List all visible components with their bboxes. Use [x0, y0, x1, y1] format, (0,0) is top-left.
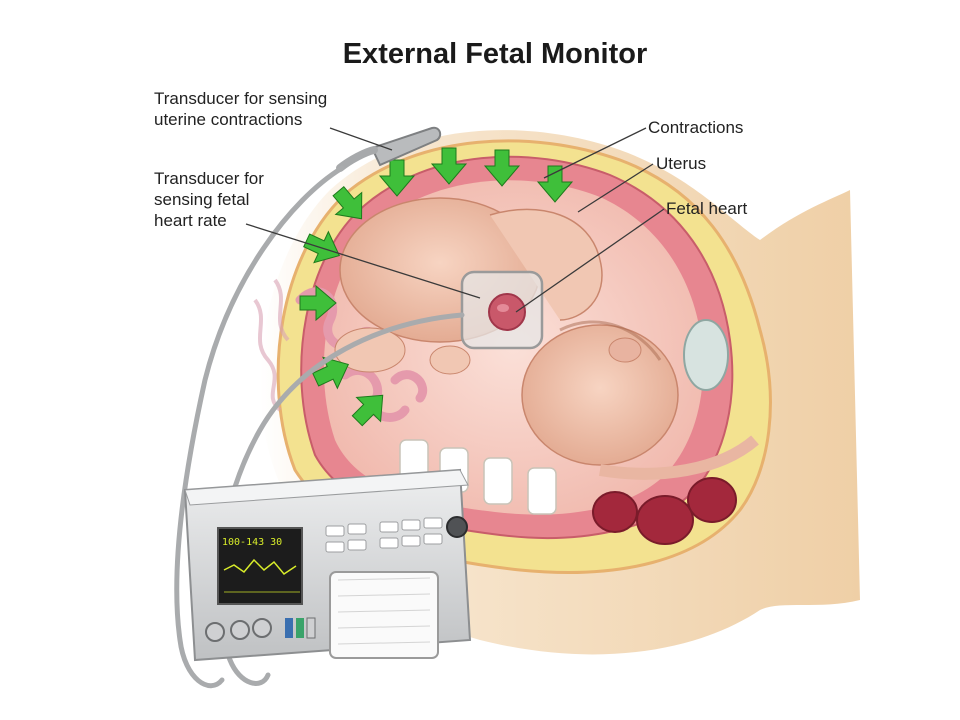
paper-printout: [329, 571, 439, 659]
fetus-ear: [608, 337, 642, 363]
fetus: [334, 197, 679, 466]
leader-heart-transducer: [245, 223, 481, 299]
arrow-6: [303, 230, 341, 264]
fetus-head: [521, 324, 679, 466]
leader-uterus: [577, 163, 654, 213]
label-line: Transducer for sensing: [154, 89, 328, 108]
fetus-foot: [429, 345, 471, 375]
arrow-9: [351, 394, 384, 427]
bladder: [683, 319, 729, 391]
label-line: heart rate: [154, 211, 227, 230]
fetus-hand: [334, 327, 406, 373]
connector-ports: [205, 617, 316, 642]
label-contractions: Contractions: [648, 118, 744, 137]
page-title: External Fetal Monitor: [342, 38, 648, 70]
contraction-arrows: [299, 147, 574, 427]
label-heart-transducer: Transducer for sensing fetal heart rate: [154, 168, 264, 231]
intestines-bg: [253, 278, 290, 412]
rectum: [592, 477, 737, 545]
label-uterine-transducer: Transducer for sensing uterine contracti…: [154, 88, 327, 130]
label-line: sensing fetal: [154, 190, 250, 209]
fetal-heart-icon: [488, 293, 526, 331]
leader-uterine-transducer: [329, 127, 393, 151]
heart-rate-transducer: [460, 270, 544, 350]
label-uterus: Uterus: [656, 154, 707, 173]
arrow-7: [299, 284, 337, 322]
label-line: uterine contractions: [154, 110, 303, 129]
arrow-2: [483, 149, 521, 187]
leader-contractions: [543, 127, 647, 179]
arrow-3: [378, 159, 416, 197]
fetal-monitor-device: [183, 468, 472, 662]
arrow-5: [332, 186, 363, 220]
control-knob: [446, 516, 468, 538]
pelvic-tissue: [599, 435, 759, 480]
leader-fetal-heart: [515, 208, 665, 313]
label-line: Transducer for: [154, 169, 264, 188]
arrow-1: [430, 147, 468, 185]
arrow-8: [312, 356, 350, 390]
leader-lines: [245, 127, 665, 313]
button-panel: [325, 517, 443, 553]
label-fetal-heart: Fetal heart: [666, 199, 748, 218]
